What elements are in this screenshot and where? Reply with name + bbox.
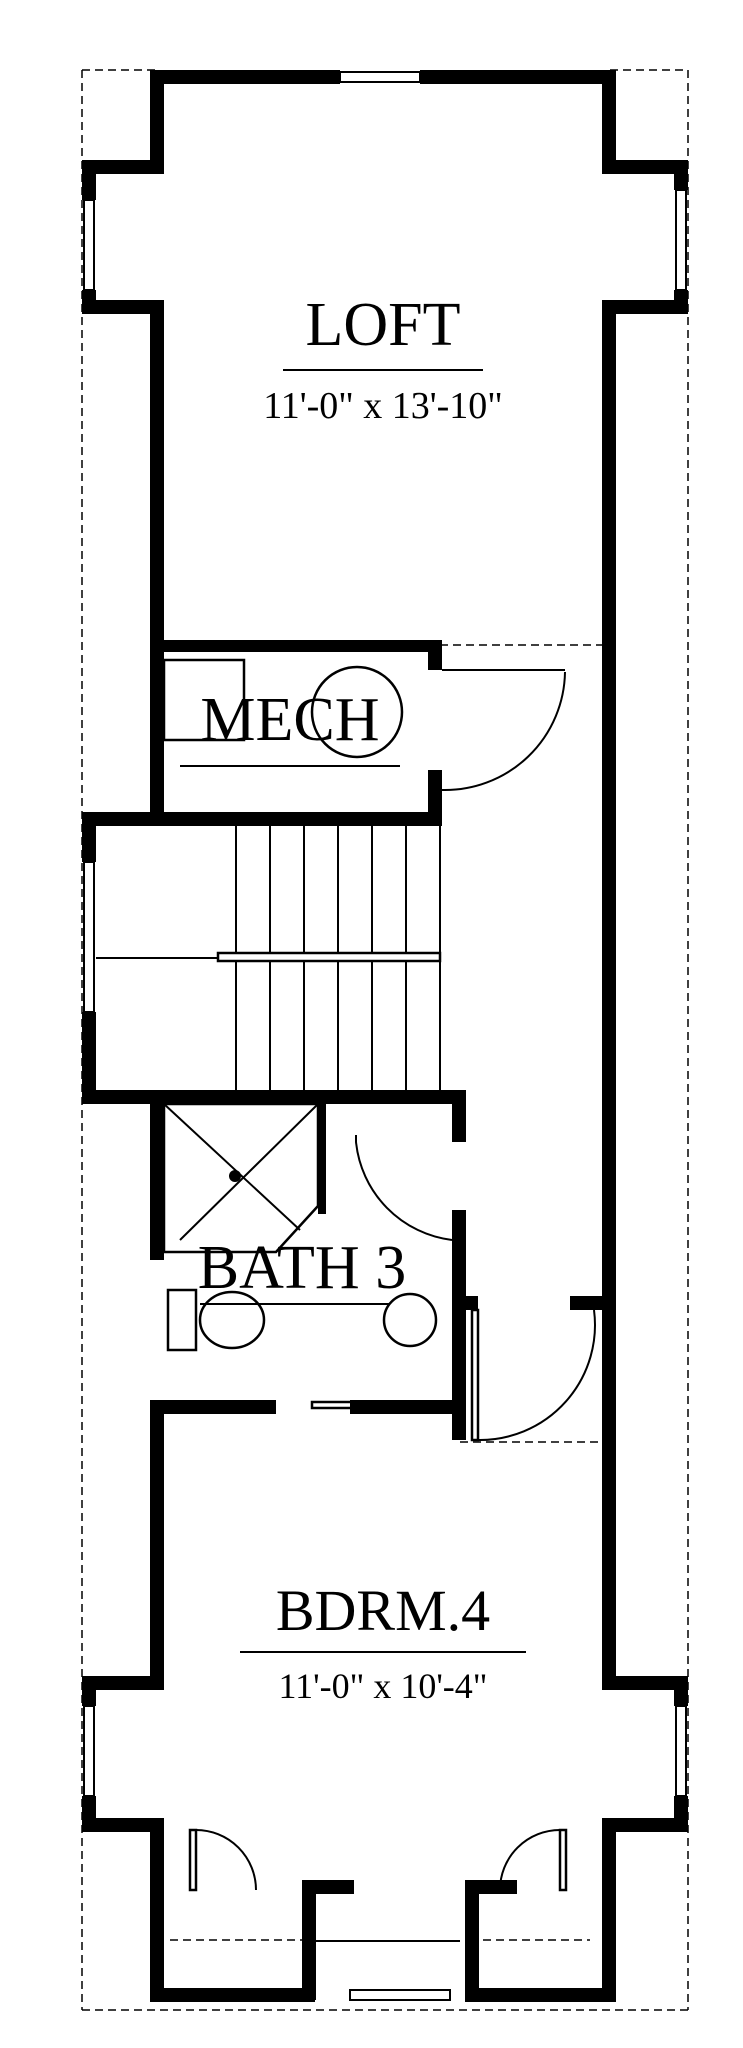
loft-name: LOFT [306,291,461,359]
toilet-tank [166,1288,198,1352]
toilet-bowl [198,1290,266,1350]
stairs [96,826,466,1142]
bath-door-swing [355,1135,453,1241]
sink [382,1292,438,1348]
bottom-window [349,1989,451,2001]
bdrm4-label: BDRM.4 11'-0" x 10'-4" [240,1578,526,1706]
loft-label: LOFT 11'-0" x 13'-10" [263,291,503,427]
stair-window [83,861,95,1013]
bdrm4-name: BDRM.4 [276,1578,490,1643]
bath3 [162,1102,610,1442]
bath3-label: BATH 3 [198,1234,406,1302]
mech-closet [150,640,566,826]
alcove-door-left [188,1828,198,1892]
bdrm-door-leaf [470,1308,480,1442]
alcove-door-right [558,1828,568,1892]
left-window-1 [83,199,95,291]
right-window-1 [675,189,687,291]
bdrm4-dimensions: 11'-0" x 10'-4" [278,1666,487,1706]
exterior-walls [82,70,688,2002]
furnace-circle [310,665,404,759]
bath3-name: BATH 3 [198,1234,406,1302]
water-heater-box [162,658,246,742]
alcove-doors [188,1828,568,1892]
loft-dimensions: 11'-0" x 13'-10" [263,385,503,427]
right-window-2 [675,1705,687,1797]
mech-label: MECH [180,686,400,767]
shower-drain [229,1170,241,1182]
left-window-2 [83,1705,95,1797]
overhang-outline [81,69,689,2011]
mech-name: MECH [200,686,379,754]
top-window [339,71,421,83]
mech-door-swing [441,669,566,792]
bdrm-door-swing [477,1309,596,1442]
stair-handrail [216,951,442,963]
